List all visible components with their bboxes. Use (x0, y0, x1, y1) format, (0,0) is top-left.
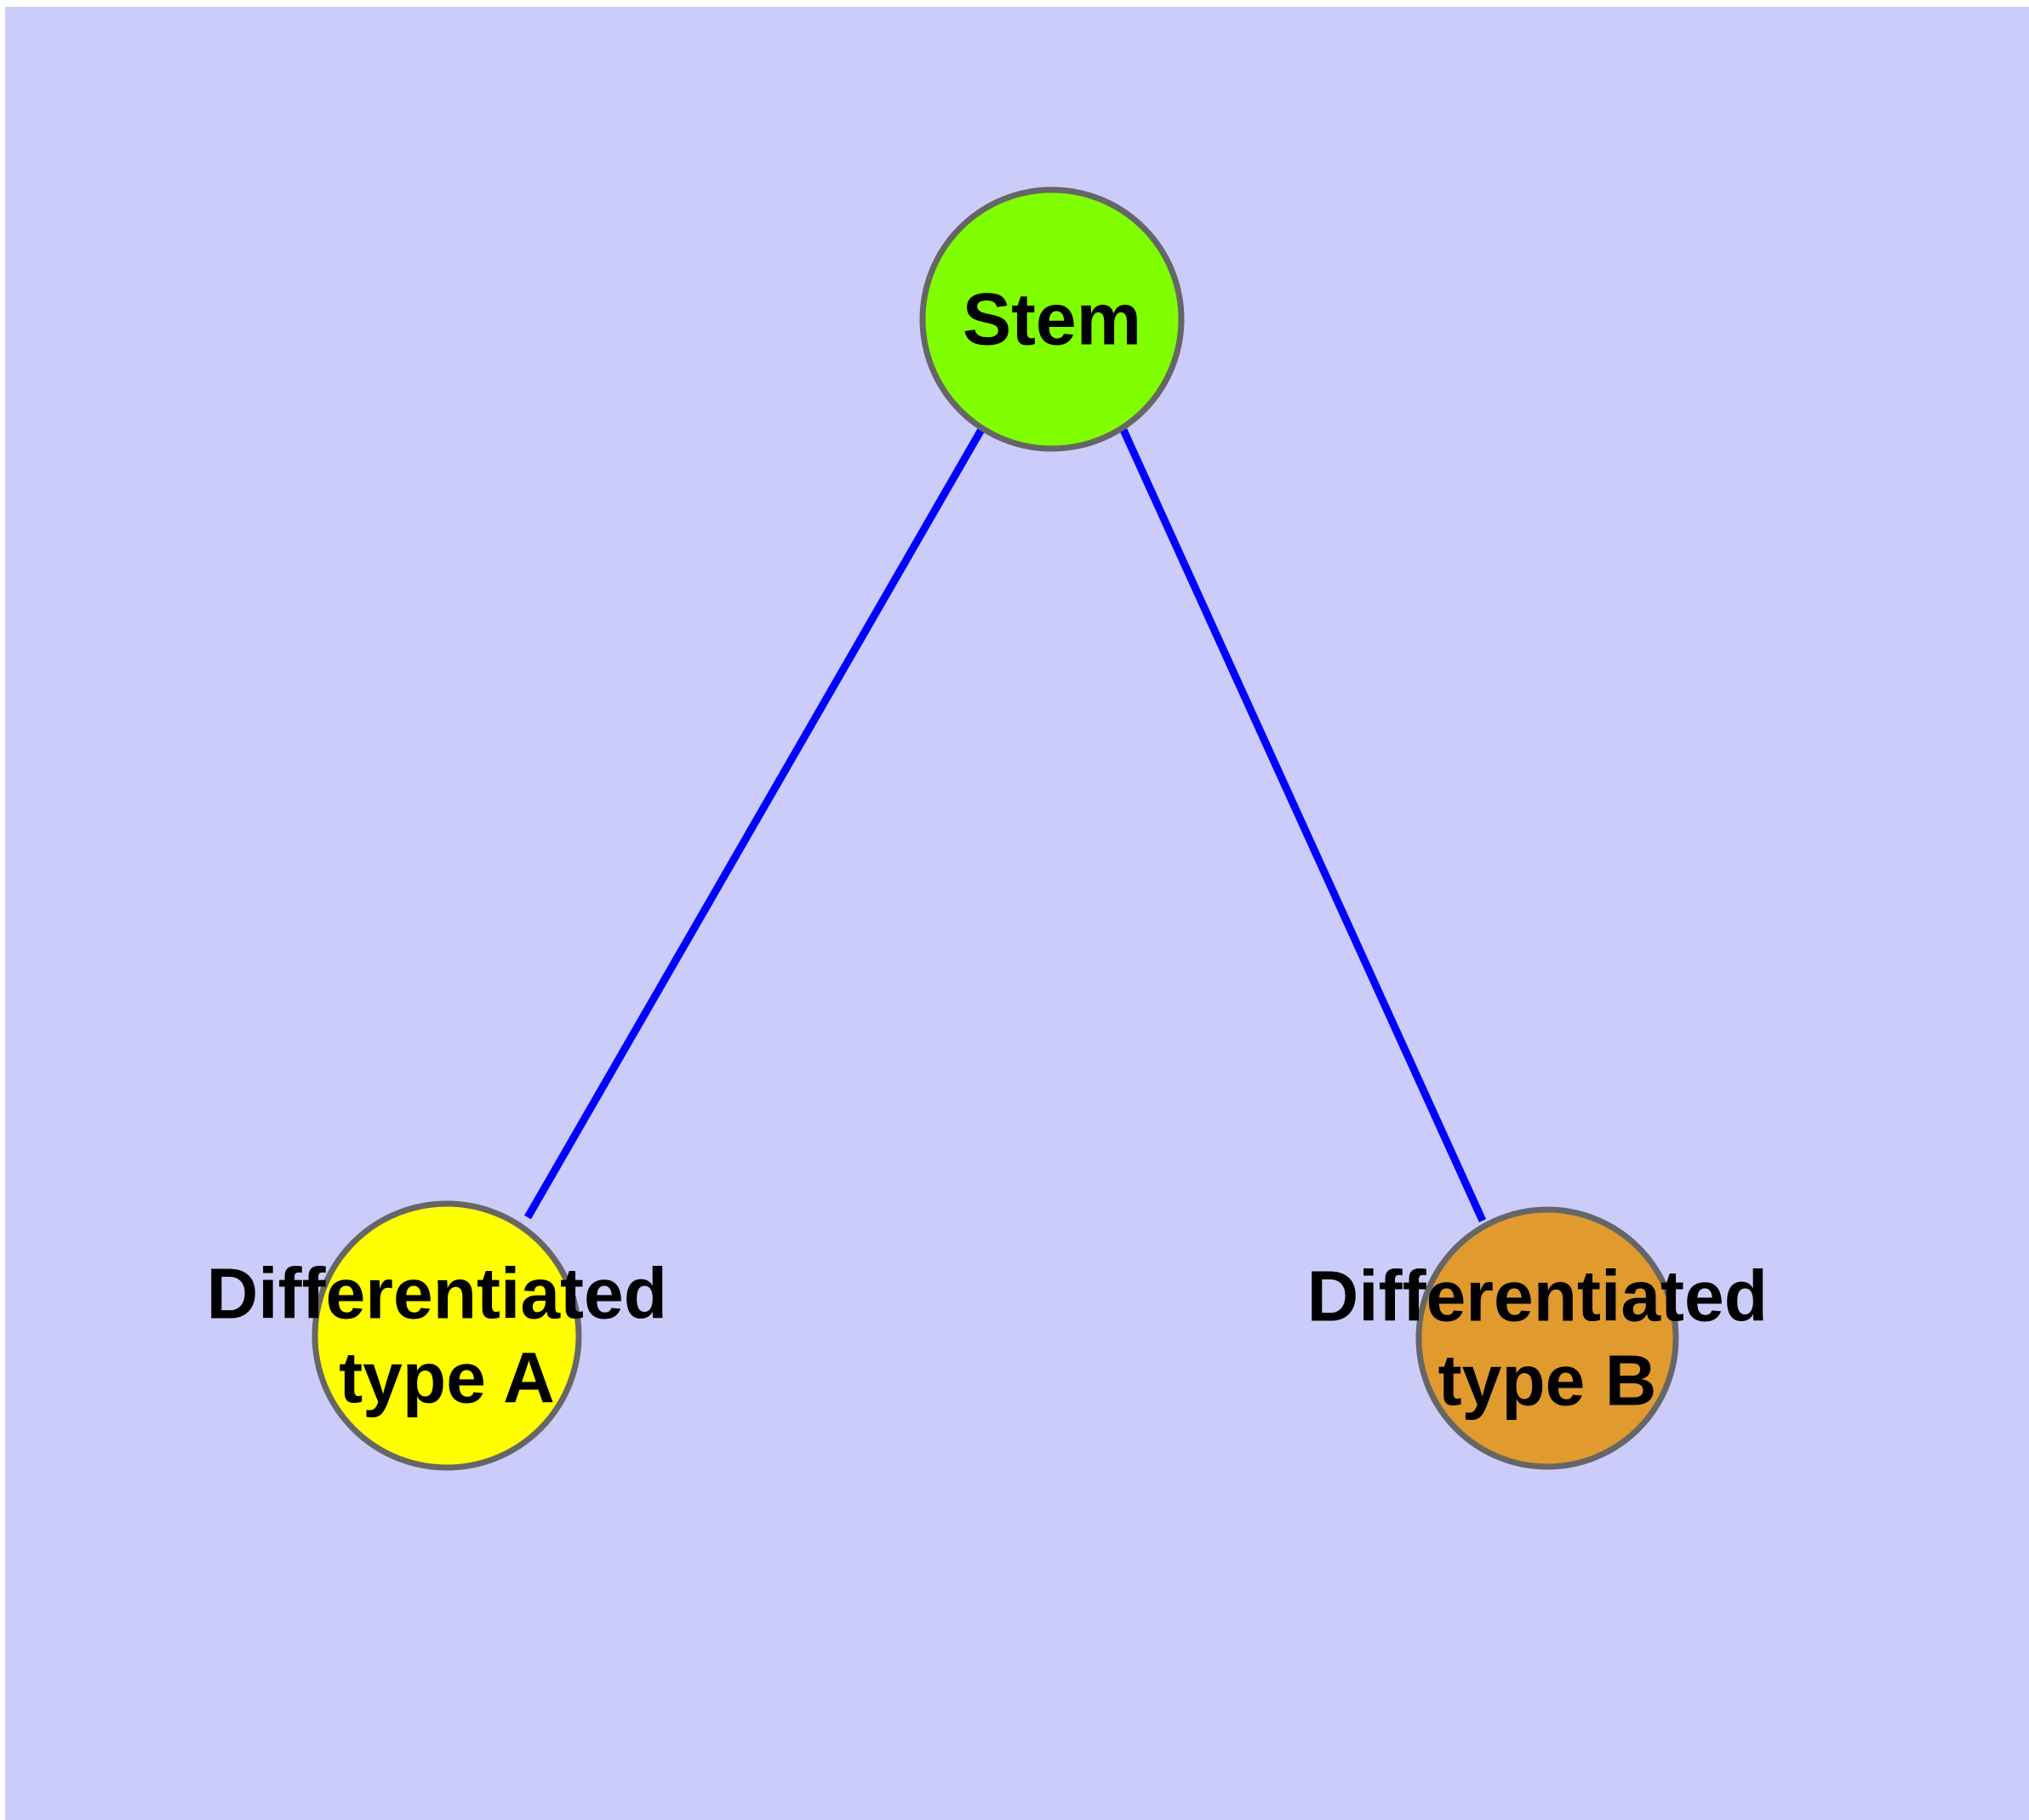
node-differentiated-type-b-circle[interactable] (1415, 1206, 1679, 1470)
node-differentiated-type-a[interactable]: Differentiated type A (207, 1200, 688, 1471)
edges-layer (524, 426, 1487, 1222)
node-stem-circle[interactable] (919, 186, 1185, 452)
node-differentiated-type-a-label-line-2: type A (339, 1338, 555, 1418)
edge-stem-to-differentiated-type-b[interactable] (1119, 428, 1487, 1222)
node-stem-label: Stem (963, 278, 1141, 360)
node-differentiated-type-b-label-line-1: Differentiated (1307, 1256, 1768, 1336)
node-stem-label-line-1: Stem (963, 278, 1141, 360)
nodes-layer: Stem Differentiated type A Differentiate… (207, 186, 1788, 1471)
node-differentiated-type-a-circle[interactable] (311, 1200, 582, 1471)
node-differentiated-type-a-label: Differentiated type A (207, 1248, 688, 1418)
node-stem[interactable]: Stem (919, 186, 1185, 452)
node-differentiated-type-b-label: Differentiated type B (1307, 1251, 1788, 1421)
node-differentiated-type-b-label-line-2: type B (1438, 1341, 1657, 1421)
node-differentiated-type-b[interactable]: Differentiated type B (1307, 1206, 1788, 1470)
node-differentiated-type-a-label-line-1: Differentiated (207, 1253, 667, 1333)
edge-stem-to-differentiated-type-a[interactable] (524, 426, 986, 1220)
